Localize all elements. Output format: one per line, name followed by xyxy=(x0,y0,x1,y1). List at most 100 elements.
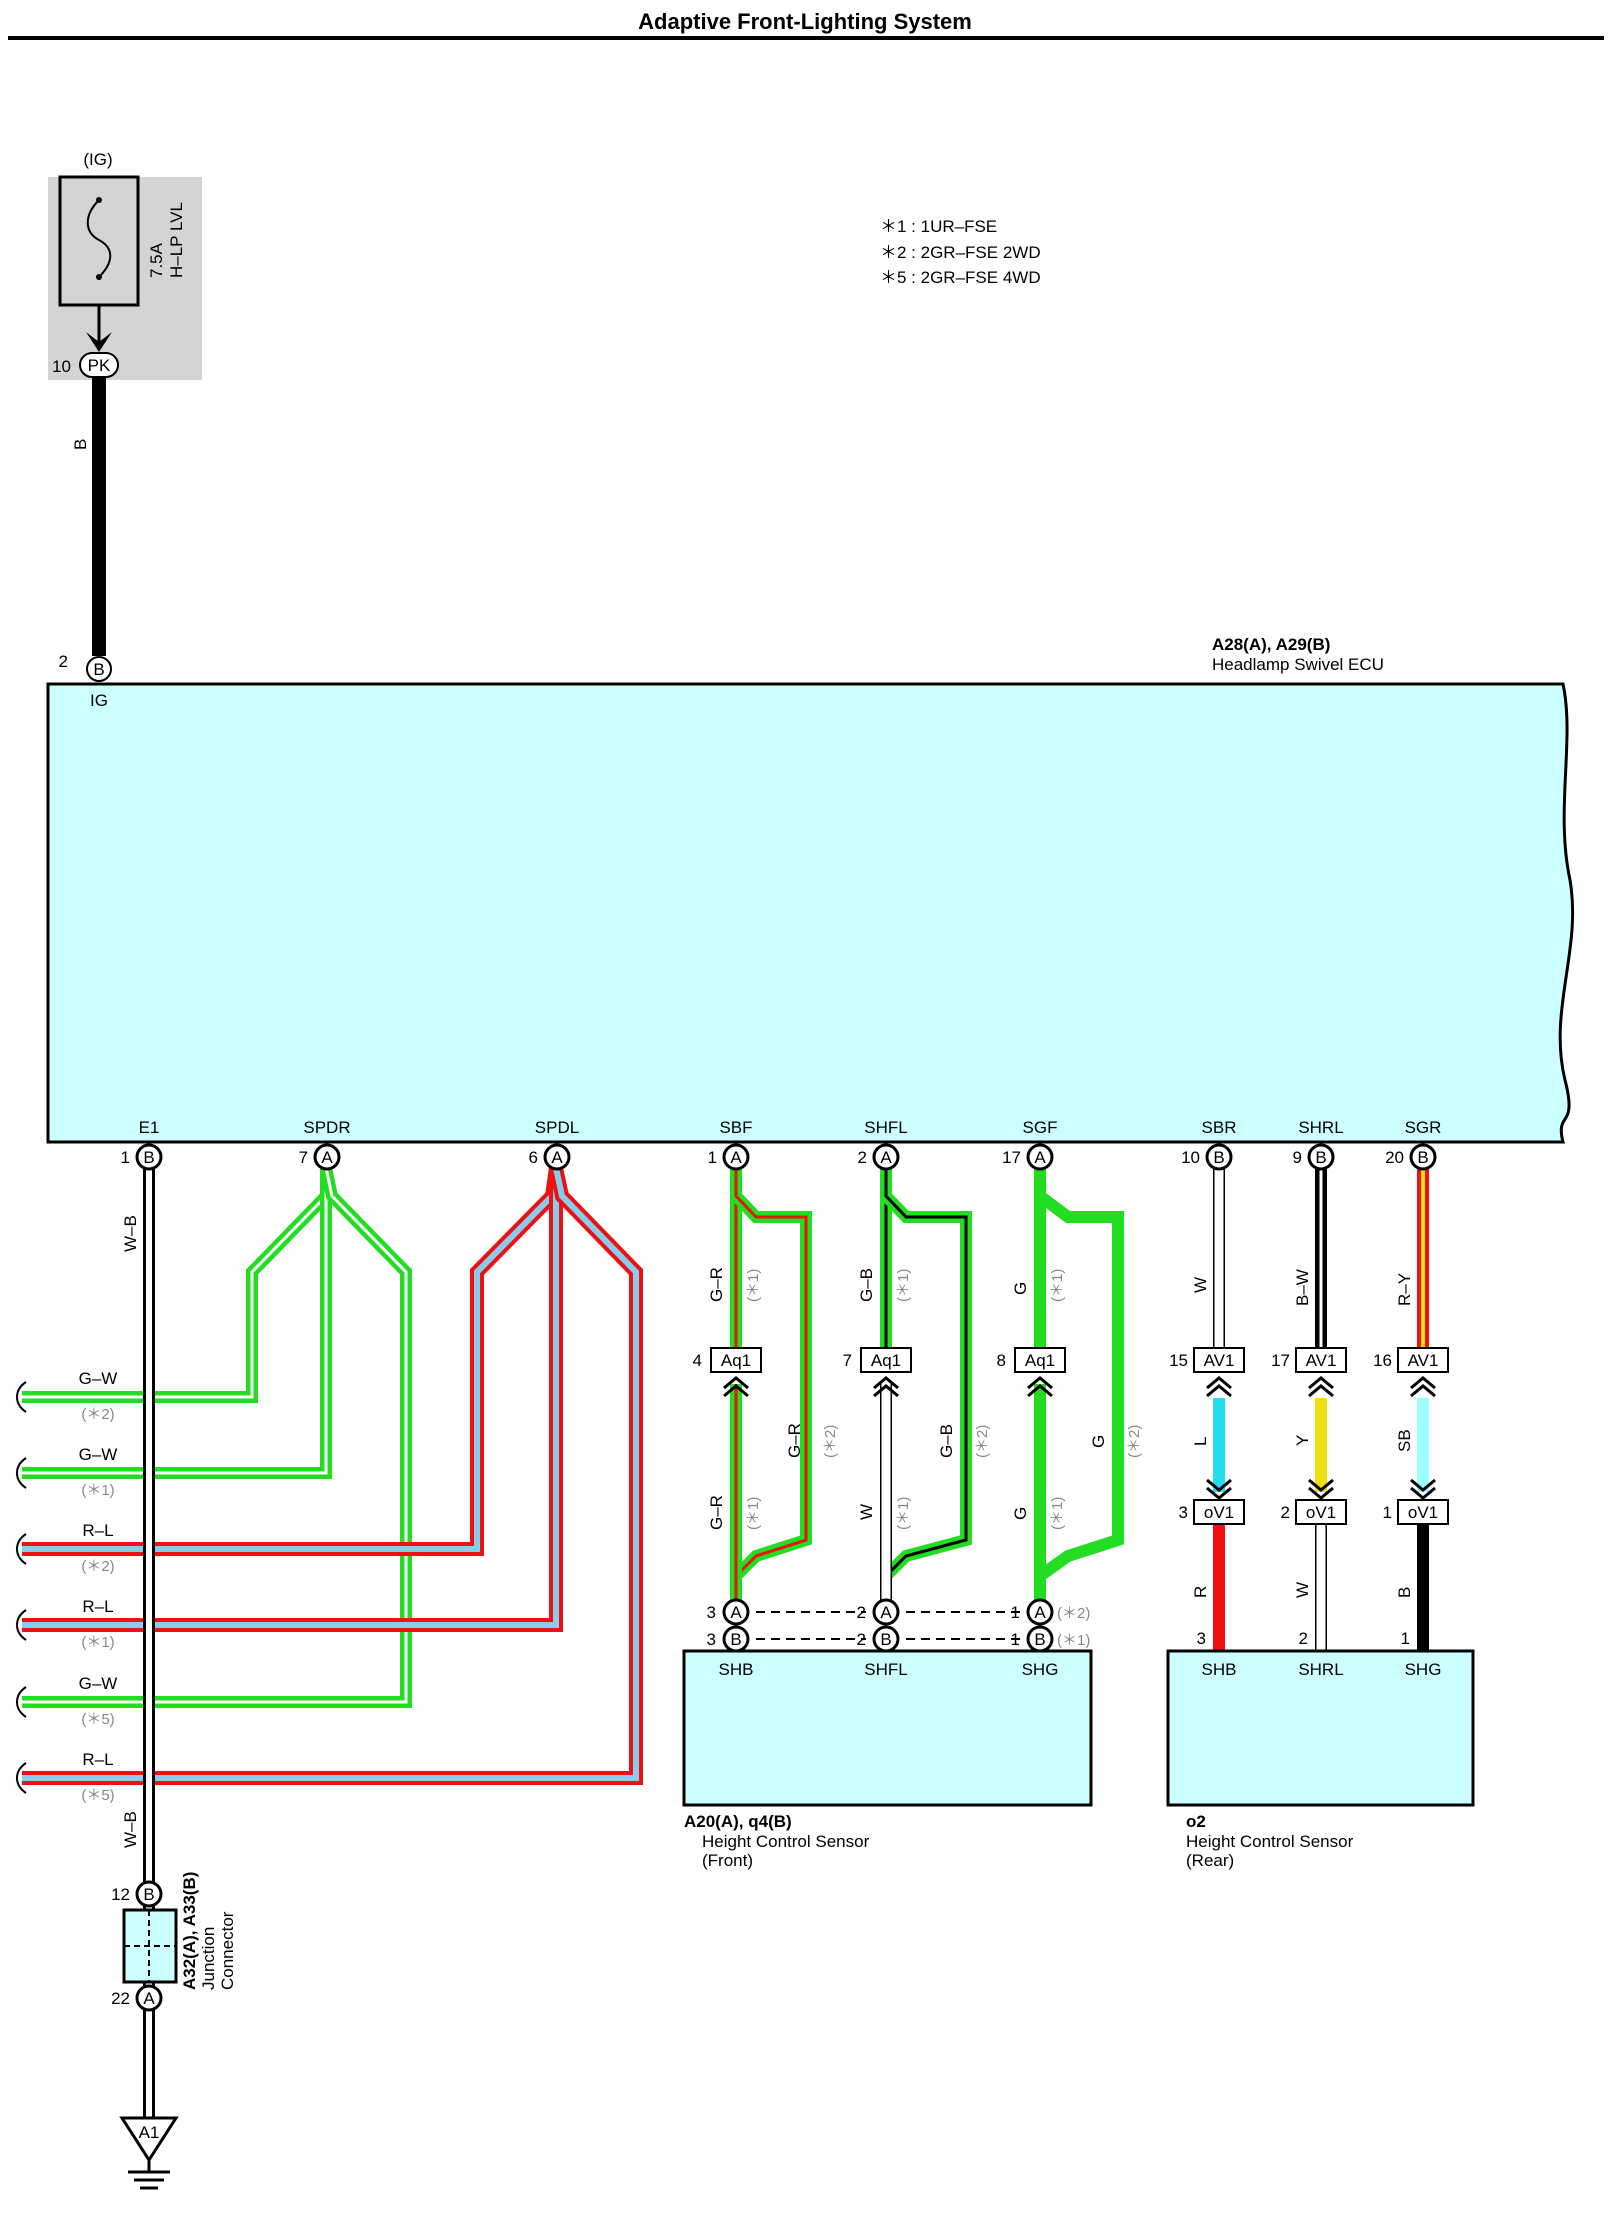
svg-text:17: 17 xyxy=(1271,1351,1290,1370)
svg-text:7.5A: 7.5A xyxy=(147,242,166,278)
svg-text:E1: E1 xyxy=(139,1118,160,1137)
svg-text:B: B xyxy=(1213,1148,1224,1167)
svg-text:4: 4 xyxy=(693,1351,702,1370)
variant-notes: ＊1 : 1UR–FSE ＊2 : 2GR–FSE 2WD ＊5 : 2GR–F… xyxy=(880,217,1041,287)
svg-text:G–W: G–W xyxy=(79,1674,118,1693)
pk-connector xyxy=(79,352,119,378)
left-wire-labels: G–W (＊2) G–W (＊1) R–L (＊2) R–L (＊1) G–W … xyxy=(16,1369,118,1804)
front-height-sensor: SHB SHFL SHG A20(A), q4(B) Height Contro… xyxy=(682,1649,1093,1870)
svg-text:A28(A), A29(B): A28(A), A29(B) xyxy=(1212,635,1330,654)
svg-text:AV1: AV1 xyxy=(1306,1351,1337,1370)
svg-text:20: 20 xyxy=(1385,1148,1404,1167)
svg-text:R–L: R–L xyxy=(82,1750,113,1769)
svg-text:Height Control Sensor: Height Control Sensor xyxy=(1186,1832,1354,1851)
svg-text:16: 16 xyxy=(1373,1351,1392,1370)
svg-text:3: 3 xyxy=(707,1630,716,1649)
svg-text:W–B: W–B xyxy=(121,1215,140,1252)
svg-text:B: B xyxy=(1315,1148,1326,1167)
svg-text:A: A xyxy=(1034,1148,1046,1167)
svg-text:1: 1 xyxy=(708,1148,717,1167)
svg-text:(＊2): (＊2) xyxy=(1057,1605,1090,1622)
svg-text:1: 1 xyxy=(1401,1629,1410,1648)
svg-text:R–L: R–L xyxy=(82,1597,113,1616)
svg-text:A: A xyxy=(730,1148,742,1167)
ecu-terminals: E1 SPDR SPDL SBF SHFL SGF SBR SHRL SGR 1… xyxy=(121,1118,1442,1171)
svg-text:G–B: G–B xyxy=(937,1424,956,1458)
svg-text:(IG): (IG) xyxy=(83,150,112,169)
svg-text:B: B xyxy=(93,660,104,679)
svg-text:SPDR: SPDR xyxy=(303,1118,350,1137)
svg-text:SHFL: SHFL xyxy=(864,1660,907,1679)
svg-text:A: A xyxy=(730,1603,742,1622)
svg-text:A: A xyxy=(321,1148,333,1167)
svg-text:Headlamp Swivel ECU: Headlamp Swivel ECU xyxy=(1212,655,1384,674)
svg-text:A: A xyxy=(1034,1603,1046,1622)
svg-text:B: B xyxy=(880,1630,891,1649)
svg-text:(Rear): (Rear) xyxy=(1186,1851,1234,1870)
svg-text:A: A xyxy=(880,1148,892,1167)
front-wire-labels: G–R (＊1) G–B (＊1) G (＊1) G–R (＊2) G–B (＊… xyxy=(707,1267,1143,1530)
rear-wire-labels: W B–W R–Y L Y SB R W B 3 2 1 xyxy=(1191,1269,1414,1648)
svg-text:SHG: SHG xyxy=(1022,1660,1059,1679)
svg-text:10: 10 xyxy=(52,357,71,376)
rear-inline-connectors: 15 AV1 17 AV1 16 AV1 3 oV1 2 oV1 1 oV1 xyxy=(1169,1347,1449,1525)
svg-text:SGR: SGR xyxy=(1405,1118,1442,1137)
svg-text:10: 10 xyxy=(1181,1148,1200,1167)
svg-text:3: 3 xyxy=(1197,1629,1206,1648)
svg-text:＊5 : 2GR–FSE 4WD: ＊5 : 2GR–FSE 4WD xyxy=(880,268,1041,287)
rear-height-sensor: SHB SHRL SHG o2 Height Control Sensor (R… xyxy=(1166,1649,1475,1870)
svg-text:A32(A), A33(B): A32(A), A33(B) xyxy=(180,1872,199,1990)
svg-text:H–LP LVL: H–LP LVL xyxy=(167,202,186,278)
svg-text:12: 12 xyxy=(111,1885,130,1904)
svg-text:B–W: B–W xyxy=(1293,1269,1312,1306)
svg-text:1: 1 xyxy=(1383,1503,1392,1522)
svg-text:PK: PK xyxy=(88,356,111,375)
svg-text:G–B: G–B xyxy=(857,1268,876,1302)
svg-text:SHRL: SHRL xyxy=(1298,1660,1343,1679)
svg-text:B: B xyxy=(1034,1630,1045,1649)
svg-text:G–W: G–W xyxy=(79,1445,118,1464)
svg-text:AV1: AV1 xyxy=(1408,1351,1439,1370)
svg-text:oV1: oV1 xyxy=(1408,1503,1438,1522)
svg-text:17: 17 xyxy=(1002,1148,1021,1167)
svg-text:SHRL: SHRL xyxy=(1298,1118,1343,1137)
svg-text:(＊2): (＊2) xyxy=(974,1425,991,1458)
svg-text:Aq1: Aq1 xyxy=(1025,1351,1055,1370)
svg-text:SHG: SHG xyxy=(1405,1660,1442,1679)
svg-text:9: 9 xyxy=(1293,1148,1302,1167)
svg-text:(Front): (Front) xyxy=(702,1851,753,1870)
svg-text:SBR: SBR xyxy=(1202,1118,1237,1137)
svg-text:o2: o2 xyxy=(1186,1812,1206,1831)
svg-text:(＊1): (＊1) xyxy=(1049,1497,1066,1530)
ground-symbol: A1 xyxy=(119,2116,179,2190)
svg-text:W: W xyxy=(1293,1582,1312,1598)
svg-text:1: 1 xyxy=(1011,1630,1020,1649)
svg-text:L: L xyxy=(1191,1437,1210,1446)
svg-text:＊1 : 1UR–FSE: ＊1 : 1UR–FSE xyxy=(880,217,997,236)
svg-text:22: 22 xyxy=(111,1989,130,2008)
svg-text:15: 15 xyxy=(1169,1351,1188,1370)
svg-text:SHB: SHB xyxy=(1202,1660,1237,1679)
svg-text:(＊2): (＊2) xyxy=(1126,1425,1143,1458)
svg-text:2: 2 xyxy=(1299,1629,1308,1648)
svg-text:3: 3 xyxy=(1179,1503,1188,1522)
svg-text:(＊2): (＊2) xyxy=(822,1425,839,1458)
svg-text:W: W xyxy=(1191,1277,1210,1293)
svg-text:Junction: Junction xyxy=(199,1927,218,1990)
svg-text:G: G xyxy=(1011,1282,1030,1295)
svg-text:SHB: SHB xyxy=(719,1660,754,1679)
svg-text:2: 2 xyxy=(857,1603,866,1622)
svg-text:Aq1: Aq1 xyxy=(721,1351,751,1370)
rear-sensor-wires xyxy=(1213,1168,1429,1651)
svg-text:(＊1): (＊1) xyxy=(1049,1269,1066,1302)
svg-text:oV1: oV1 xyxy=(1306,1503,1336,1522)
svg-text:8: 8 xyxy=(997,1351,1006,1370)
front-inline-connectors: 4 Aq1 7 Aq1 8 Aq1 xyxy=(693,1347,1066,1398)
svg-text:R–Y: R–Y xyxy=(1395,1273,1414,1306)
svg-text:2: 2 xyxy=(1281,1503,1290,1522)
svg-text:B: B xyxy=(143,1148,154,1167)
svg-text:R: R xyxy=(1191,1586,1210,1598)
svg-text:B: B xyxy=(730,1630,741,1649)
svg-text:R–L: R–L xyxy=(82,1521,113,1540)
fuse-block: (IG) 7.5A H–LP LVL 10 PK xyxy=(48,150,202,380)
